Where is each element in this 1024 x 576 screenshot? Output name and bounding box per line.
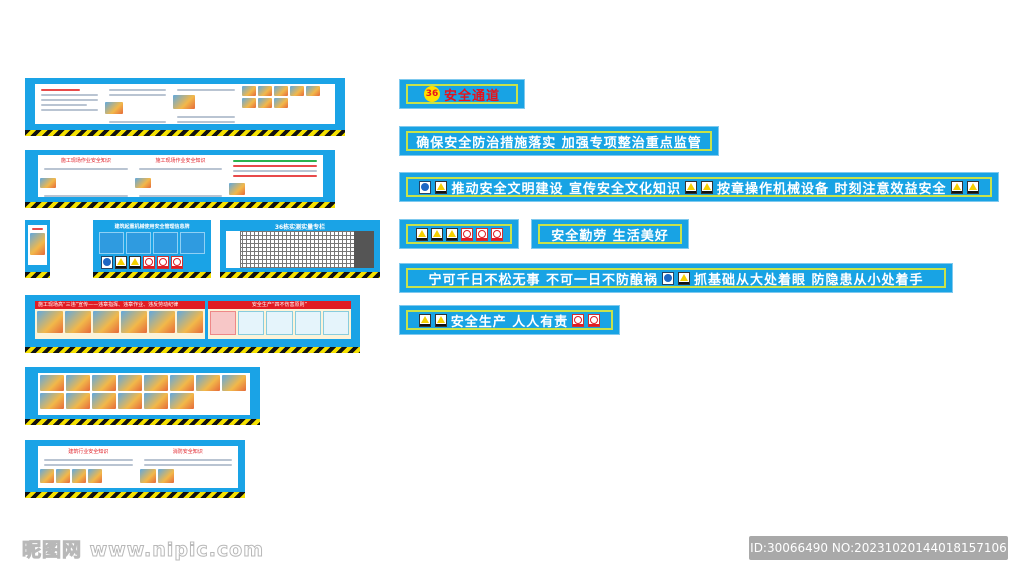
banner-everyone-responsible: 安全生产 人人有责 — [399, 305, 620, 335]
prohibition-sign-icon — [171, 256, 183, 269]
mandatory-sign-icon — [419, 180, 432, 194]
banner-frame: 安全勤劳 生活美好 — [538, 224, 682, 244]
text-column — [37, 86, 102, 122]
warning-sign-icon — [701, 180, 713, 194]
banner-safety-measures: 确保安全防治措施落实 加强专项整治重点监管 — [399, 126, 719, 156]
info-columns — [99, 232, 205, 254]
board-content — [35, 84, 335, 124]
banner-text: 安全生产 人人有责 — [450, 314, 569, 330]
text-column: 消防安全知识 — [139, 448, 237, 486]
text-column — [173, 86, 238, 123]
violations-panel: 施工现场高“三违”宣传——违章指挥、违章作业、违反劳动纪律 — [35, 301, 205, 339]
site-watermark: 昵图网 www.nipic.com — [21, 539, 265, 562]
section-title: 施工现场作业安全知识 — [60, 158, 111, 164]
safety-board-1 — [25, 78, 345, 136]
hazard-stripe — [25, 272, 50, 278]
warning-sign-icon — [435, 180, 448, 194]
prohibition-sign-icon — [475, 227, 488, 241]
hazard-stripe — [93, 272, 211, 278]
text-column — [229, 157, 321, 195]
section-title: 建筑行业安全知识 — [68, 449, 109, 455]
banner-frame — [406, 224, 512, 244]
hazard-stripe — [25, 347, 360, 353]
warning-sign-icon — [434, 313, 447, 327]
warning-sign-icon — [129, 256, 141, 269]
crane-safety-info-board: 建筑起重机械使用安全管理信息牌 — [93, 220, 211, 278]
measurement-table — [226, 231, 374, 268]
mandatory-sign-icon — [662, 271, 674, 285]
four-no-harm-panel: 安全生产“四不伤害原则” — [208, 301, 351, 339]
banner-text: 推动安全文明建设 宣传安全文化知识 — [451, 181, 681, 197]
board-title: 36栋实测实量专栏 — [274, 224, 326, 231]
measurement-board: 36栋实测实量专栏 — [220, 220, 380, 278]
warning-sign-icon — [430, 227, 443, 241]
banner-frame: 确保安全防治措施落实 加强专项整治重点监管 — [406, 131, 712, 151]
section-title: 施工现场作业安全知识 — [155, 158, 206, 164]
cartoon-gallery — [241, 86, 333, 122]
banner-text: 抓基础从大处着眼 防隐患从小处着手 — [694, 272, 924, 288]
board-content — [28, 225, 47, 265]
banner-safety-culture: 推动安全文明建设 宣传安全文化知识 按章操作机械设备 时刻注意效益安全 — [399, 172, 999, 202]
building-number-badge: 36 — [423, 86, 440, 102]
board-title: 建筑起重机械使用安全管理信息牌 — [114, 224, 190, 230]
text-column: 施工现场作业安全知识 — [134, 157, 227, 197]
banner-text: 按章操作机械设备 时刻注意效益安全 — [717, 181, 947, 197]
safety-board-2: 施工现场作业安全知识 施工现场作业安全知识 — [25, 150, 335, 208]
cartoon-strip-board — [25, 367, 260, 425]
banner-text: 确保安全防治措施落实 加强专项整治重点监管 — [416, 135, 702, 151]
fire-safety-board: 建筑行业安全知识 消防安全知识 — [25, 440, 245, 498]
panel-title: 施工现场高“三违”宣传——违章指挥、违章作业、违反劳动纪律 — [35, 301, 205, 309]
banner-frame: 宁可千日不松无事 不可一日不防酿祸 抓基础从大处着眼 防隐患从小处着手 — [406, 268, 946, 288]
prohibition-sign-icon — [460, 227, 473, 241]
banner-text: 安全勤劳 生活美好 — [551, 228, 669, 244]
mandatory-sign-icon — [101, 256, 113, 269]
warning-sign-icon — [685, 180, 697, 194]
warning-sign-icon — [115, 256, 127, 269]
banner-text: 宁可千日不松无事 不可一日不防酿祸 — [428, 272, 658, 288]
warning-sign-icon — [418, 313, 431, 327]
banner-prevent-accidents: 宁可千日不松无事 不可一日不防酿祸 抓基础从大处着眼 防隐患从小处着手 — [399, 263, 953, 293]
banner-frame: 安全生产 人人有责 — [406, 310, 613, 330]
prohibition-sign-icon — [588, 313, 601, 327]
banner-safety-passage: 36 安全通道 — [399, 79, 525, 109]
section-title: 消防安全知识 — [172, 449, 203, 455]
banner-frame: 36 安全通道 — [406, 84, 518, 104]
hazard-stripe — [25, 492, 245, 498]
sign-row — [101, 256, 183, 269]
text-column: 建筑行业安全知识 — [40, 448, 137, 486]
text-column: 施工现场作业安全知识 — [40, 157, 132, 197]
text-column — [105, 86, 170, 123]
prohibition-sign-icon — [490, 227, 503, 241]
banner-text: 安全通道 — [443, 88, 500, 104]
banner-sign-row — [399, 219, 519, 249]
hazard-stripe — [220, 272, 380, 278]
board-content: 建筑行业安全知识 消防安全知识 — [38, 446, 238, 488]
three-violations-board: 施工现场高“三违”宣传——违章指挥、违章作业、违反劳动纪律 安全生产“四不伤害原… — [25, 295, 360, 353]
warning-sign-icon — [966, 180, 979, 194]
board-content — [38, 373, 250, 415]
prohibition-sign-icon — [572, 313, 585, 327]
image-id-label: ID:30066490 NO:20231020144018157106 — [749, 536, 1008, 560]
warning-sign-icon — [415, 227, 428, 241]
hazard-stripe — [25, 130, 345, 136]
warning-sign-icon — [445, 227, 458, 241]
board-content: 施工现场作业安全知识 施工现场作业安全知识 — [38, 155, 323, 197]
panel-title: 安全生产“四不伤害原则” — [208, 301, 351, 309]
vertical-poster — [25, 220, 50, 278]
warning-sign-icon — [678, 271, 690, 285]
banner-safe-diligent: 安全勤劳 生活美好 — [531, 219, 689, 249]
hazard-stripe — [25, 202, 335, 208]
banner-frame: 推动安全文明建设 宣传安全文化知识 按章操作机械设备 时刻注意效益安全 — [406, 177, 992, 197]
warning-sign-icon — [950, 180, 963, 194]
prohibition-sign-icon — [157, 256, 169, 269]
prohibition-sign-icon — [143, 256, 155, 269]
hazard-stripe — [25, 419, 260, 425]
